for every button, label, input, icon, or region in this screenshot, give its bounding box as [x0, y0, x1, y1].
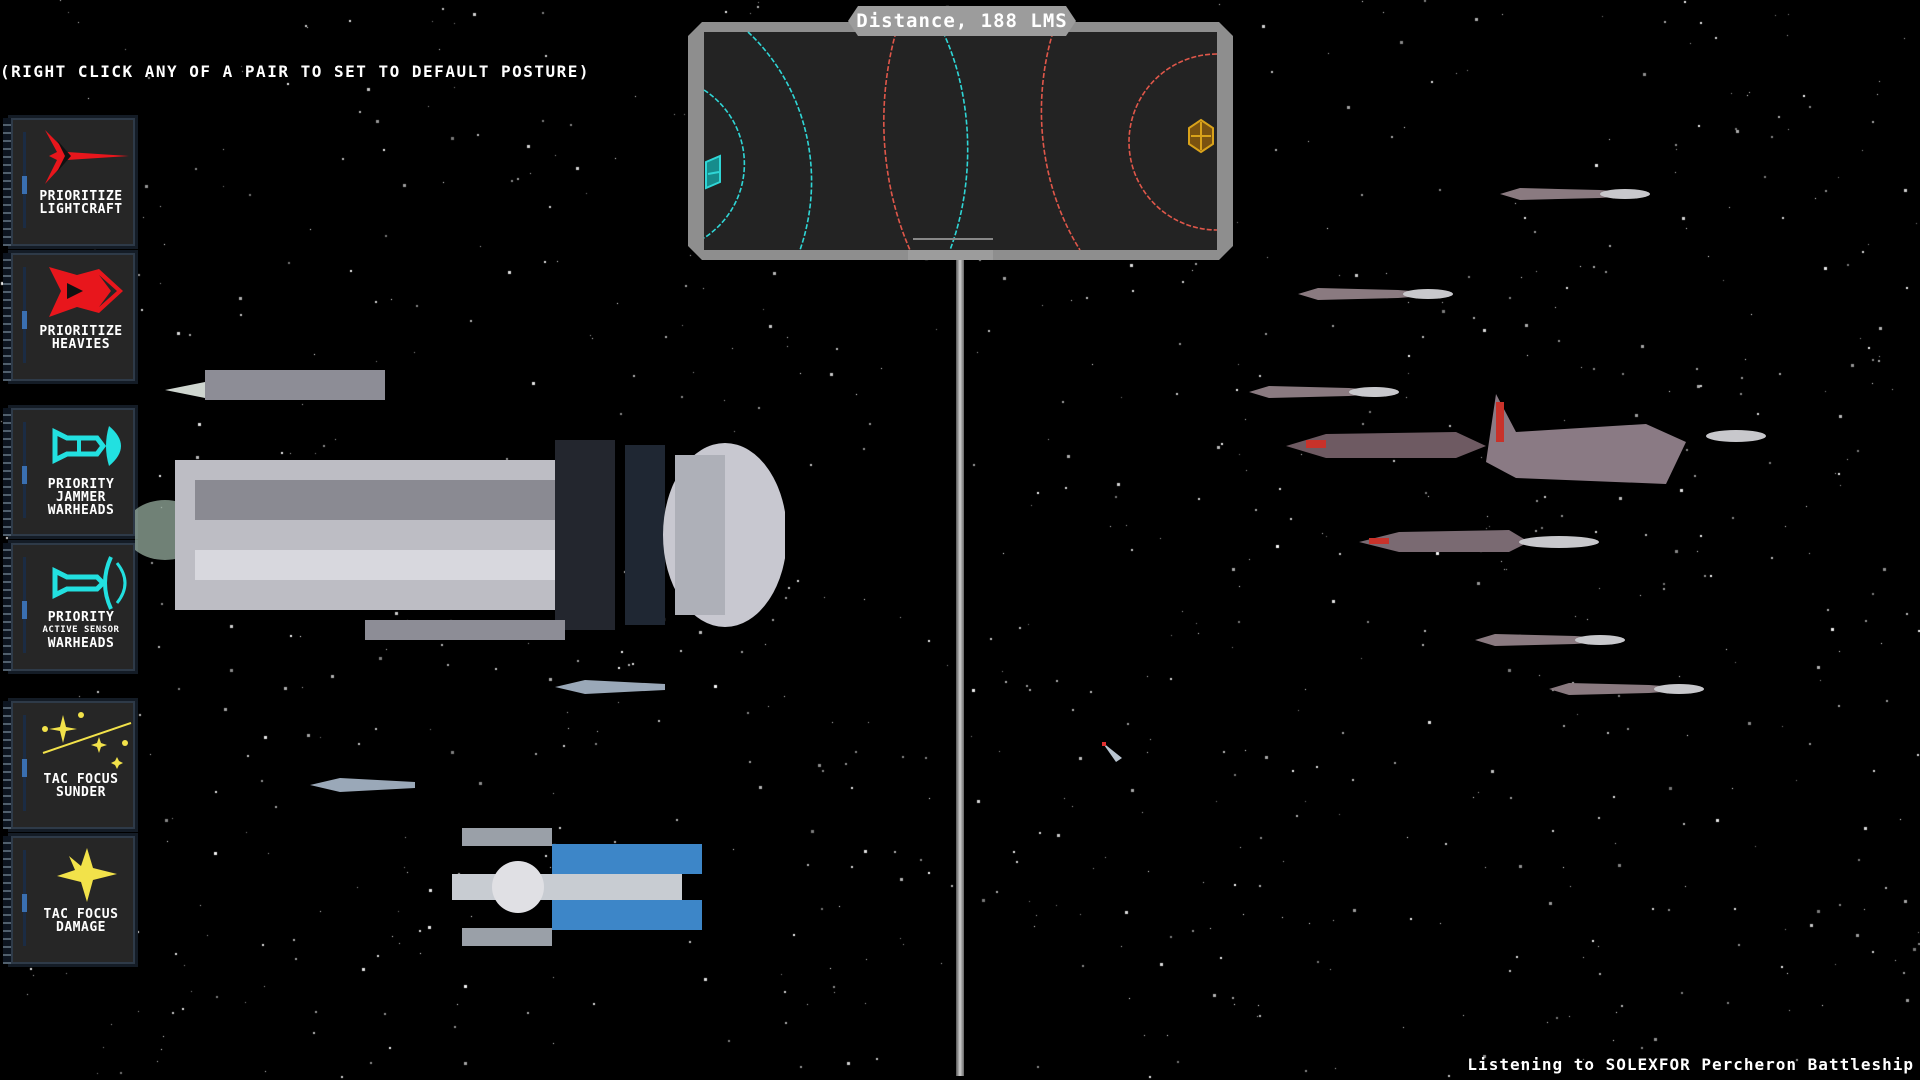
button-label: PRIORITY [47, 610, 115, 625]
heavy-ship-icon [49, 267, 123, 317]
enemy-cruiser[interactable] [1359, 524, 1599, 558]
friendly-fleet-marker [705, 154, 721, 190]
button-label: WARHEADS [47, 636, 115, 651]
music-status-text: Listening to SOLEXFOR Percheron Battlesh… [1467, 1055, 1914, 1074]
button-label: TAC FOCUS [43, 907, 119, 922]
button-label: DAMAGE [56, 920, 106, 935]
sensor-warhead-icon [52, 556, 127, 610]
button-label: PRIORITIZE [39, 324, 123, 339]
button-rail [3, 408, 11, 536]
button-rail [3, 701, 11, 829]
priority-slider[interactable] [22, 715, 27, 811]
distance-readout: Distance, 188 LMS [848, 6, 1076, 36]
friendly-fighter[interactable] [555, 676, 670, 698]
button-label: TAC FOCUS [43, 772, 119, 787]
posture-hint-text: (RIGHT CLICK ANY OF A PAIR TO SET TO DEF… [0, 62, 591, 81]
button-label: SUNDER [56, 785, 106, 800]
priority-slider[interactable] [22, 557, 27, 653]
enemy-frigate[interactable] [1500, 184, 1650, 204]
button-label: WARHEADS [47, 503, 115, 518]
enemy-frigate[interactable] [1298, 284, 1453, 304]
button-label: LIGHTCRAFT [39, 202, 123, 217]
priority-slider[interactable] [22, 132, 27, 228]
button-label: JAMMER [56, 490, 106, 505]
button-label: ACTIVE SENSOR [42, 625, 120, 635]
button-label: PRIORITIZE [39, 189, 123, 204]
damage-burst-icon [57, 848, 117, 902]
missile [1102, 742, 1122, 762]
button-rail [3, 253, 11, 381]
distance-radar-panel [688, 22, 1233, 260]
sunder-stars-icon [42, 712, 132, 769]
enemy-battleship[interactable] [1286, 392, 1766, 492]
panel-support-pole [956, 258, 964, 1076]
friendly-carrier[interactable] [432, 822, 702, 952]
friendly-fighter[interactable] [310, 774, 420, 796]
lightcraft-icon [45, 130, 129, 184]
button-label: PRIORITY [47, 477, 115, 492]
enemy-frigate[interactable] [1549, 679, 1704, 699]
enemy-fleet-marker [1188, 118, 1214, 154]
button-rail [3, 836, 11, 964]
jammer-warhead-icon [52, 426, 121, 466]
priority-slider[interactable] [22, 267, 27, 363]
enemy-frigate[interactable] [1475, 630, 1625, 650]
priority-slider[interactable] [22, 850, 27, 946]
button-rail [3, 118, 11, 246]
button-label: HEAVIES [51, 337, 111, 352]
enemy-frigate[interactable] [1249, 382, 1399, 402]
friendly-battleship[interactable] [135, 360, 785, 670]
priority-slider[interactable] [22, 422, 27, 518]
button-rail [3, 543, 11, 671]
